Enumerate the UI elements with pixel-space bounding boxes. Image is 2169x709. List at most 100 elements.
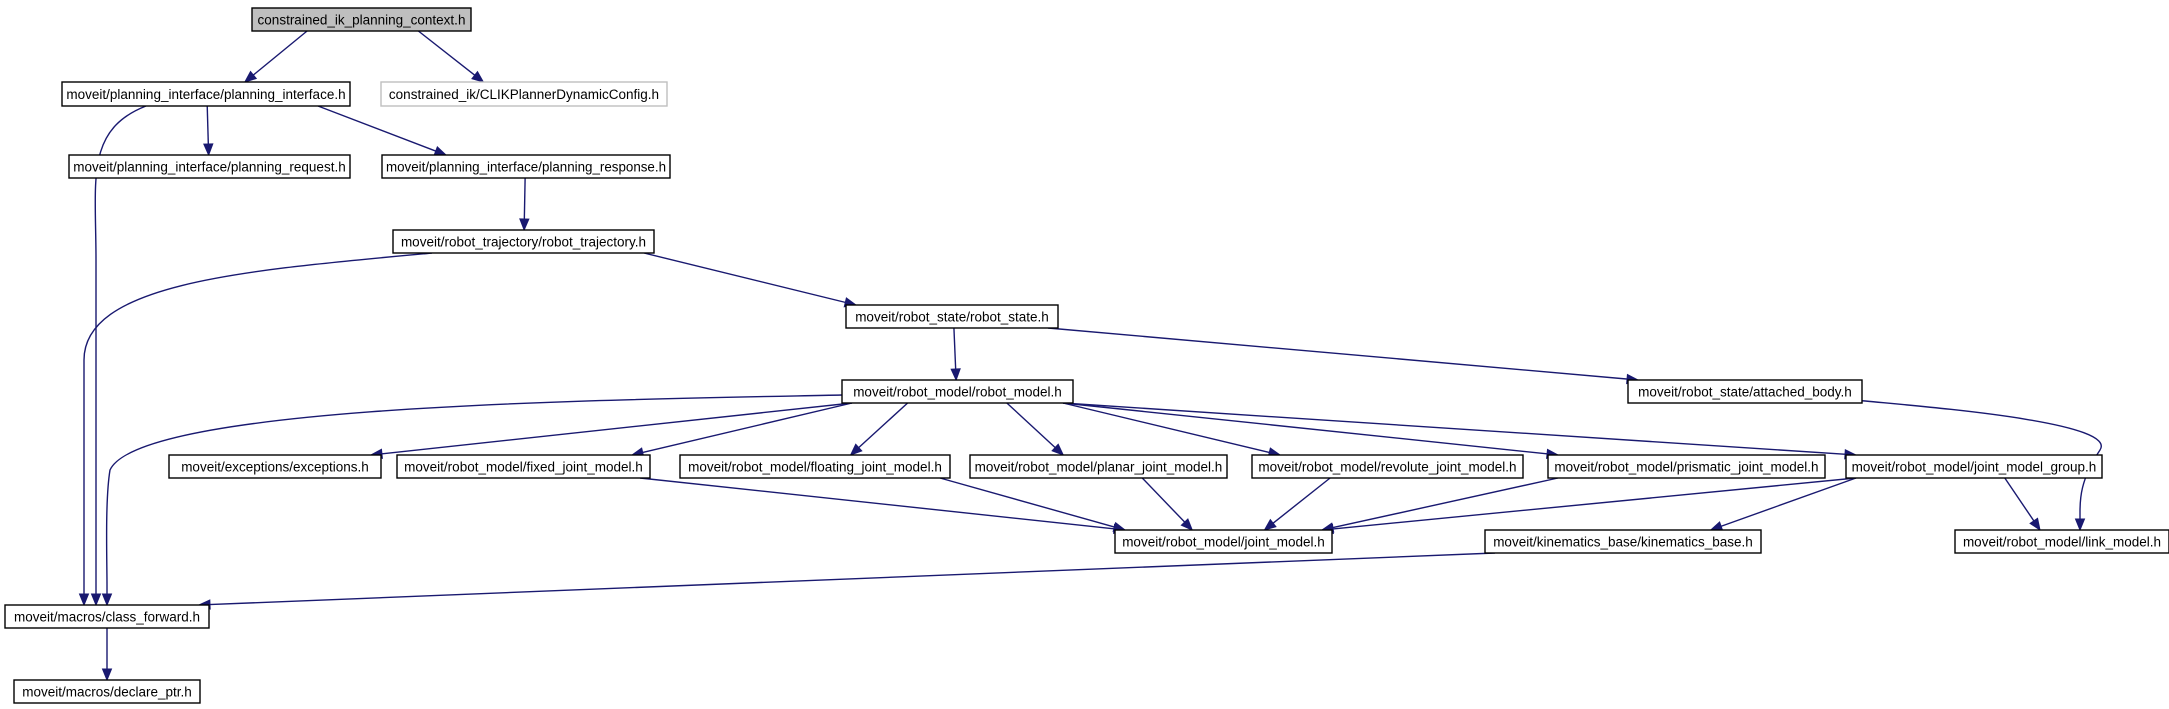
node-label: moveit/robot_model/floating_joint_model.… xyxy=(688,460,942,475)
node-planning-response[interactable]: moveit/planning_interface/planning_respo… xyxy=(381,154,671,179)
edge-line xyxy=(639,477,1116,530)
node-attached-body[interactable]: moveit/robot_state/attached_body.h xyxy=(1627,379,1863,404)
node-declare-ptr[interactable]: moveit/macros/declare_ptr.h xyxy=(13,679,201,704)
node-box xyxy=(68,154,351,179)
node-box xyxy=(845,304,1059,329)
edge-layer xyxy=(78,30,2102,682)
node-label: moveit/planning_interface/planning_respo… xyxy=(386,160,666,175)
edge-revolute_joint-to-joint_model xyxy=(1263,477,1331,531)
node-joint-model[interactable]: moveit/robot_model/joint_model.h xyxy=(1114,529,1333,554)
edge-line xyxy=(1854,399,2102,520)
arrowhead-icon xyxy=(1051,443,1065,456)
node-label: moveit/macros/declare_ptr.h xyxy=(22,685,192,700)
node-robot-trajectory[interactable]: moveit/robot_trajectory/robot_trajectory… xyxy=(392,229,655,254)
arrowhead-icon xyxy=(849,443,863,456)
edge-line xyxy=(1047,327,1629,380)
arrowhead-icon xyxy=(203,143,214,157)
node-box xyxy=(396,454,651,479)
node-prismatic-joint[interactable]: moveit/robot_model/prismatic_joint_model… xyxy=(1547,454,1826,479)
node-kinematics-base[interactable]: moveit/kinematics_base/kinematics_base.h xyxy=(1484,529,1762,554)
node-box xyxy=(4,604,210,629)
edge-joint_model_group-to-joint_model xyxy=(1320,477,1857,535)
edge-robot_model-to-floating_joint xyxy=(849,402,909,456)
arrowhead-icon xyxy=(1180,518,1194,531)
node-box xyxy=(380,81,668,107)
edge-line xyxy=(252,30,308,77)
arrowhead-icon xyxy=(519,218,530,232)
edge-robot_model-to-planar_joint xyxy=(1006,402,1065,456)
edge-robot_state-to-attached_body xyxy=(1047,327,1640,385)
arrowhead-icon xyxy=(1263,518,1277,531)
edge-line xyxy=(380,402,853,455)
node-box xyxy=(841,379,1074,404)
node-class-forward[interactable]: moveit/macros/class_forward.h xyxy=(4,604,210,629)
edge-line xyxy=(1719,477,1857,528)
node-box xyxy=(1114,529,1333,554)
node-label: moveit/macros/class_forward.h xyxy=(14,610,200,625)
node-planning-request[interactable]: moveit/planning_interface/planning_reque… xyxy=(68,154,351,179)
edge-line xyxy=(1062,402,1847,456)
node-box xyxy=(1484,529,1762,554)
node-planar-joint[interactable]: moveit/robot_model/planar_joint_model.h xyxy=(969,454,1228,479)
node-robot-model[interactable]: moveit/robot_model/robot_model.h xyxy=(841,379,1074,404)
node-box xyxy=(61,81,351,107)
edge-line xyxy=(317,105,437,153)
node-label: moveit/planning_interface/planning_reque… xyxy=(73,160,345,175)
node-label: moveit/robot_trajectory/robot_trajectory… xyxy=(401,235,646,250)
edge-robot_model-to-fixed_joint xyxy=(630,402,853,458)
edge-line xyxy=(523,177,526,221)
edge-line xyxy=(1006,402,1057,449)
edge-line xyxy=(641,402,853,454)
edge-planning_interface-to-class_forward xyxy=(90,105,147,607)
node-exceptions[interactable]: moveit/exceptions/exceptions.h xyxy=(168,454,382,479)
node-box xyxy=(1547,454,1826,479)
node-box xyxy=(381,154,671,179)
node-label: moveit/robot_model/robot_model.h xyxy=(853,385,1062,400)
arrowhead-icon xyxy=(950,368,961,382)
edge-robot_trajectory-to-robot_state xyxy=(643,252,858,308)
node-box xyxy=(679,454,951,479)
node-revolute-joint[interactable]: moveit/robot_model/revolute_joint_model.… xyxy=(1251,454,1524,479)
edge-robot_model-to-revolute_joint xyxy=(1062,402,1282,458)
node-label: moveit/robot_state/attached_body.h xyxy=(1638,385,1852,400)
node-label: moveit/planning_interface/planning_inter… xyxy=(66,87,345,102)
edge-planar_joint-to-joint_model xyxy=(1141,477,1194,531)
node-root[interactable]: constrained_ik_planning_context.h xyxy=(251,7,472,32)
edge-line xyxy=(1062,402,1271,454)
arrowhead-icon xyxy=(1709,521,1724,532)
edge-planning_interface-to-planning_response xyxy=(317,105,448,156)
node-box xyxy=(1954,529,2169,554)
edge-line xyxy=(939,477,1116,528)
edge-line xyxy=(83,252,433,595)
node-box xyxy=(969,454,1228,479)
edge-line xyxy=(953,327,957,371)
arrowhead-icon xyxy=(2029,517,2041,532)
edge-robot_model-to-exceptions xyxy=(369,402,853,459)
edge-line xyxy=(1062,402,1549,455)
edge-line xyxy=(2004,477,2035,523)
edge-joint_model_group-to-kinematics_base xyxy=(1709,477,1857,532)
node-box xyxy=(1845,454,2103,479)
edge-robot_trajectory-to-class_forward xyxy=(78,252,433,607)
node-planning-interface[interactable]: moveit/planning_interface/planning_inter… xyxy=(61,81,351,107)
node-box xyxy=(251,7,472,32)
node-link-model[interactable]: moveit/robot_model/link_model.h xyxy=(1954,529,2169,554)
arrowhead-icon xyxy=(243,70,258,83)
node-robot-state[interactable]: moveit/robot_state/robot_state.h xyxy=(845,304,1059,329)
arrowhead-icon xyxy=(471,70,485,83)
node-label: constrained_ik_planning_context.h xyxy=(258,13,466,28)
node-label: moveit/robot_model/fixed_joint_model.h xyxy=(404,460,643,475)
edge-planning_response-to-robot_trajectory xyxy=(519,177,530,232)
node-clik-config: constrained_ik/CLIKPlannerDynamicConfig.… xyxy=(380,81,668,107)
arrowhead-icon xyxy=(433,145,448,156)
edge-line xyxy=(1271,477,1331,525)
node-label: constrained_ik/CLIKPlannerDynamicConfig.… xyxy=(389,87,659,102)
edge-line xyxy=(105,394,843,595)
arrowhead-icon xyxy=(90,593,102,607)
node-layer: constrained_ik_planning_context.h moveit/… xyxy=(4,7,2169,704)
node-floating-joint[interactable]: moveit/robot_model/floating_joint_model.… xyxy=(679,454,951,479)
node-fixed-joint[interactable]: moveit/robot_model/fixed_joint_model.h xyxy=(396,454,651,479)
node-box xyxy=(1251,454,1524,479)
node-joint-model-group[interactable]: moveit/robot_model/joint_model_group.h xyxy=(1845,454,2103,479)
